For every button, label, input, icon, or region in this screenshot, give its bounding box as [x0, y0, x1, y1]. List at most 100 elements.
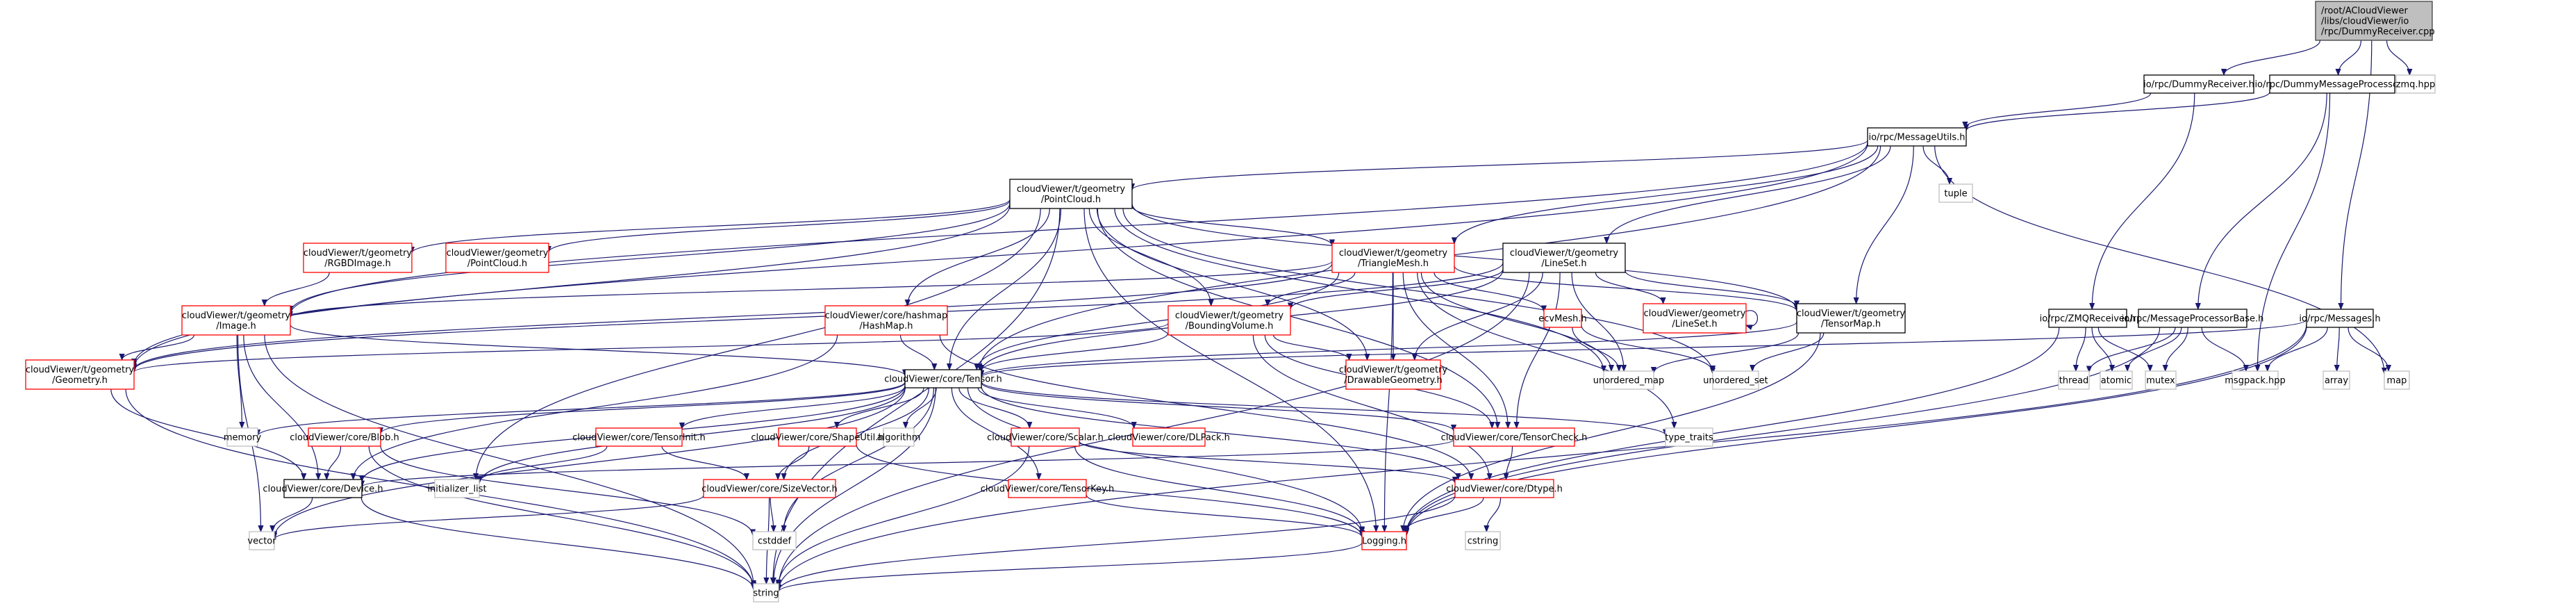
- node-t-trianglemesh-h[interactable]: cloudViewer/t/geometry/TriangleMesh.h: [1331, 243, 1455, 273]
- node-thread[interactable]: thread: [2058, 370, 2090, 390]
- node-initializer-list[interactable]: initializer_list: [427, 479, 487, 498]
- node-box[interactable]: [249, 531, 275, 550]
- node-box[interactable]: [1008, 479, 1087, 498]
- node-box[interactable]: [1361, 531, 1407, 550]
- node-memory[interactable]: memory: [224, 427, 262, 447]
- node-box[interactable]: [595, 427, 683, 447]
- node-ecvmesh-h[interactable]: ecvMesh.h: [1538, 309, 1587, 328]
- node-messages-h[interactable]: io/rpc/Messages.h: [2299, 309, 2381, 328]
- node-box[interactable]: [778, 427, 857, 447]
- node-box[interactable]: [2048, 309, 2127, 328]
- node-box[interactable]: [1167, 305, 1291, 336]
- node-dtype-h[interactable]: cloudViewer/core/Dtype.h: [1446, 479, 1563, 498]
- node-tensor-h[interactable]: cloudViewer/core/Tensor.h: [884, 369, 1002, 388]
- node-box[interactable]: [1643, 303, 1747, 334]
- node-shapeutil-h[interactable]: cloudViewer/core/ShapeUtil.h: [751, 427, 884, 447]
- node-box[interactable]: [883, 427, 915, 447]
- node-box[interactable]: [445, 243, 549, 273]
- node-zmqreceiver-h[interactable]: io/rpc/ZMQReceiver.h: [2040, 309, 2136, 328]
- node-logging-h[interactable]: Logging.h: [1361, 531, 1407, 550]
- node-box[interactable]: [2384, 370, 2410, 390]
- node-tuple[interactable]: tuple: [1938, 183, 1973, 203]
- node-box[interactable]: [1796, 303, 1906, 334]
- node-box[interactable]: [703, 479, 836, 498]
- node-root[interactable]: /root/ACloudViewer/libs/cloudViewer/io/r…: [2315, 1, 2435, 41]
- node-cstddef[interactable]: cstddef: [752, 531, 797, 550]
- node-string[interactable]: string: [753, 583, 779, 603]
- node-t-geometry-h[interactable]: cloudViewer/t/geometry/Geometry.h: [25, 359, 135, 390]
- node-box[interactable]: [434, 479, 480, 498]
- node-box[interactable]: [2395, 74, 2436, 94]
- node-hashmap-h[interactable]: cloudViewer/core/hashmap/HashMap.h: [824, 305, 948, 336]
- node-box[interactable]: [1465, 531, 1501, 550]
- node-box[interactable]: [2058, 370, 2090, 390]
- node-t-lineset-h[interactable]: cloudViewer/t/geometry/LineSet.h: [1502, 243, 1626, 273]
- node-scalar-h[interactable]: cloudViewer/core/Scalar.h: [987, 427, 1104, 447]
- node-blob-h[interactable]: cloudViewer/core/Blob.h: [290, 427, 399, 447]
- node-dlpack-h[interactable]: cloudViewer/core/DLPack.h: [1108, 427, 1230, 447]
- node-t-rgbdimage-h[interactable]: cloudViewer/t/geometry/RGBDImage.h: [303, 243, 413, 273]
- node-box[interactable]: [2145, 370, 2177, 390]
- node-sizevector-h[interactable]: cloudViewer/core/SizeVector.h: [701, 479, 838, 498]
- node-box[interactable]: [25, 359, 135, 390]
- node-msgprocbase-h[interactable]: io/rpc/MessageProcessorBase.h: [2122, 309, 2264, 328]
- node-box[interactable]: [1331, 243, 1455, 273]
- node-box[interactable]: [2232, 370, 2279, 390]
- node-box[interactable]: [2322, 370, 2350, 390]
- node-mutex[interactable]: mutex: [2145, 370, 2177, 390]
- node-box[interactable]: [226, 427, 258, 447]
- node-box[interactable]: [752, 531, 797, 550]
- node-box[interactable]: [2143, 74, 2254, 94]
- node-g-lineset-h[interactable]: cloudViewer/geometry/LineSet.h: [1643, 303, 1747, 334]
- node-t-tensormap-h[interactable]: cloudViewer/t/geometry/TensorMap.h: [1796, 303, 1906, 334]
- node-box[interactable]: [1502, 243, 1626, 273]
- node-t-image-h[interactable]: cloudViewer/t/geometry/Image.h: [181, 305, 291, 336]
- node-t-boundingvolume-h[interactable]: cloudViewer/t/geometry/BoundingVolume.h: [1167, 305, 1291, 336]
- node-g-pointcloud-h[interactable]: cloudViewer/geometry/PointCloud.h: [445, 243, 549, 273]
- node-box[interactable]: [1345, 359, 1441, 390]
- node-zmq-hpp[interactable]: zmq.hpp: [2395, 74, 2436, 94]
- node-box[interactable]: [283, 479, 363, 498]
- node-box[interactable]: [1543, 309, 1582, 328]
- node-box[interactable]: [2100, 370, 2133, 390]
- node-array[interactable]: array: [2322, 370, 2350, 390]
- node-box[interactable]: [904, 369, 982, 388]
- node-algorithm[interactable]: algorithm: [877, 427, 921, 447]
- node-tensorcheck-h[interactable]: cloudViewer/core/TensorCheck.h: [1441, 427, 1588, 447]
- node-t-drawablegeom-h[interactable]: cloudViewer/t/geometry/DrawableGeometry.…: [1339, 359, 1448, 390]
- node-box[interactable]: [1454, 479, 1554, 498]
- node-unordered-map[interactable]: unordered_map: [1593, 370, 1665, 390]
- node-box[interactable]: [1453, 427, 1575, 447]
- node-type-traits[interactable]: type_traits: [1665, 427, 1713, 447]
- node-box[interactable]: [1938, 183, 1973, 203]
- node-box[interactable]: [824, 305, 948, 336]
- node-box[interactable]: [1712, 370, 1759, 390]
- node-messageutils-h[interactable]: io/rpc/MessageUtils.h: [1867, 127, 1967, 147]
- node-dummymsgproc-h[interactable]: io/rpc/DummyMessageProcessor.h: [2254, 74, 2410, 94]
- node-box[interactable]: [2306, 309, 2374, 328]
- node-device-h[interactable]: cloudViewer/core/Device.h: [263, 479, 383, 498]
- node-box[interactable]: [2269, 74, 2395, 94]
- node-box[interactable]: [2138, 309, 2247, 328]
- node-cstring[interactable]: cstring: [1465, 531, 1501, 550]
- node-msgpack-hpp[interactable]: msgpack.hpp: [2225, 370, 2286, 390]
- node-box[interactable]: [1603, 370, 1654, 390]
- node-box[interactable]: [1011, 427, 1080, 447]
- node-box[interactable]: [753, 583, 779, 603]
- node-t-pointcloud-h[interactable]: cloudViewer/t/geometry/PointCloud.h: [1009, 179, 1133, 209]
- node-unordered-set[interactable]: unordered_set: [1703, 370, 1768, 390]
- node-tensorinit-h[interactable]: cloudViewer/core/TensorInit.h: [572, 427, 706, 447]
- node-vector[interactable]: vector: [247, 531, 276, 550]
- node-box[interactable]: [1867, 127, 1967, 147]
- node-box[interactable]: [1009, 179, 1133, 209]
- node-box[interactable]: [1132, 427, 1206, 447]
- node-box[interactable]: [303, 243, 413, 273]
- node-box[interactable]: [1665, 427, 1713, 447]
- node-dummyreceiver-h[interactable]: io/rpc/DummyReceiver.h: [2143, 74, 2254, 94]
- node-map[interactable]: map: [2384, 370, 2410, 390]
- node-box[interactable]: [181, 305, 291, 336]
- node-tensorkey-h[interactable]: cloudViewer/core/TensorKey.h: [981, 479, 1114, 498]
- node-box[interactable]: [308, 427, 381, 447]
- node-box[interactable]: [2315, 1, 2433, 41]
- node-atomic[interactable]: atomic: [2100, 370, 2133, 390]
